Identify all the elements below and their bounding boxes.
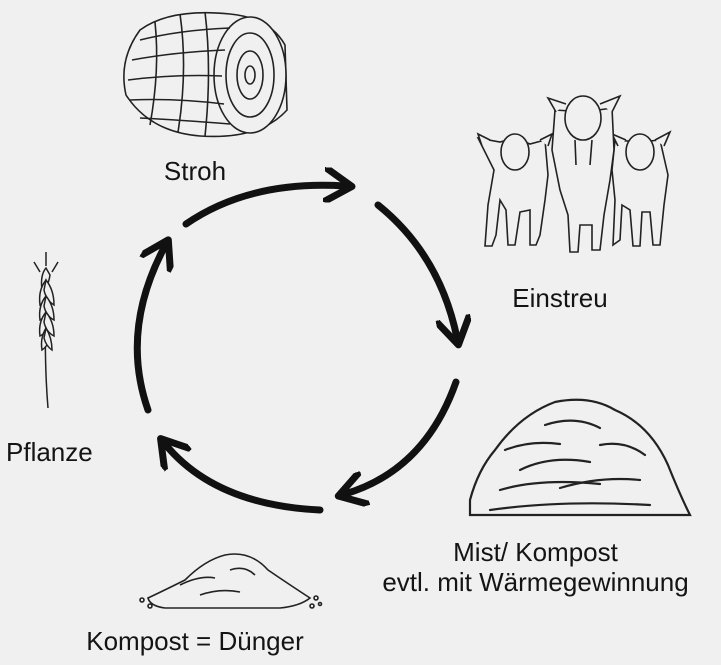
label-mist-line2: evtl. mit Wärmegewinnung (350, 567, 721, 597)
cycle-arrows (137, 185, 457, 510)
manure-pile-icon (470, 400, 690, 515)
arrow-kompost-to-pflanze (165, 444, 320, 510)
arrow-pflanze-to-stroh (137, 246, 165, 410)
compost-heap-icon (140, 554, 322, 608)
label-kompost-duenger: Kompost = Dünger (55, 626, 335, 656)
label-mist-kompost: Mist/ Kompost evtl. mit Wärmegewinnung (350, 537, 721, 597)
label-stroh: Stroh (150, 156, 240, 186)
wheat-ear-icon (34, 252, 58, 408)
arrow-stroh-to-einstreu (186, 185, 345, 224)
label-pflanze: Pflanze (6, 437, 126, 467)
label-einstreu: Einstreu (490, 283, 630, 313)
arrow-mist-to-kompost (345, 382, 456, 494)
arrow-einstreu-to-mist (378, 205, 457, 338)
cows-icon (478, 96, 670, 252)
hay-bale-icon (124, 12, 287, 136)
label-mist-line1: Mist/ Kompost (350, 537, 721, 567)
